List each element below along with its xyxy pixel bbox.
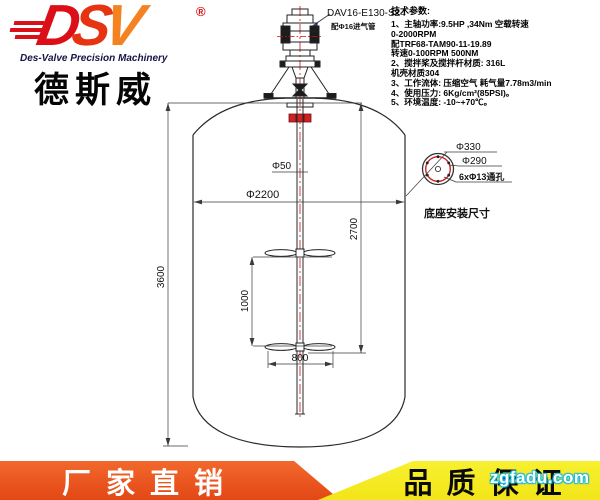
tank-technical-drawing: Φ2200 Φ50 3600 2700 1000 800 Φ330 Φ290 6…: [156, 6, 512, 448]
upper-impeller: [264, 248, 336, 258]
site-watermark: zgfadu.com: [490, 468, 590, 487]
dim-tank-diameter: Φ2200: [246, 189, 279, 201]
air-motor-assembly: [263, 8, 337, 108]
spec-line: 机壳材质304: [391, 67, 440, 78]
technical-specs: 技术参数: 1、主轴功率:9.5HP ,34Nm 空载转速 0-2000RPM …: [391, 6, 591, 108]
detail-outer-diameter: Φ330: [456, 142, 481, 153]
spec-line: 转速0-100RPM 500NM: [391, 48, 479, 59]
dim-shaft-diameter: Φ50: [272, 161, 292, 172]
brand-logo: DSV ® Des-Valve Precision Machinery 德斯威: [8, 0, 208, 118]
dimension-lines: [165, 103, 404, 446]
spec-line: 配TRF68-TAM90-11-19.89: [391, 38, 492, 49]
specs-title: 技术参数:: [391, 6, 430, 16]
air-inlet-note-label: 配Φ16进气管: [331, 22, 376, 31]
spec-line: 5、环境温度: -10~+70℃。: [391, 97, 493, 108]
banner-left-text: 厂家直销: [61, 467, 238, 500]
dim-impeller-width: 800: [292, 353, 309, 364]
spec-line: 3、工作流体: 压缩空气 耗气量7.78m3/min: [391, 77, 552, 88]
detail-caption: 底座安装尺寸: [424, 206, 490, 220]
spec-line: 0-2000RPM: [391, 28, 437, 39]
shaft-seal-collar: [288, 113, 312, 123]
banner-factory-direct: 厂家直销: [0, 461, 340, 500]
detail-holes: 6xΦ13通孔: [459, 171, 504, 182]
spec-line: 4、使用压力: 6Kg/cm²(85PSI)。: [391, 87, 515, 98]
spec-line: 2、搅拌桨及搅拌杆材质: 316L: [391, 58, 506, 69]
logo-chinese-name: 德斯威: [34, 71, 158, 110]
dim-tank-height: 3600: [156, 265, 167, 288]
extension-lines: [163, 102, 366, 447]
base-mounting-detail: Φ330 Φ290 6xΦ13通孔 底座安装尺寸: [405, 142, 512, 220]
dim-impeller-spacing: 1000: [240, 289, 251, 312]
registered-trademark-icon: ®: [196, 4, 206, 19]
spec-line: 1、主轴功率:9.5HP ,34Nm 空载转速: [391, 19, 529, 29]
tank-outline: [192, 97, 406, 448]
air-motor-model-label: DAV16-E130-S24: [327, 8, 406, 19]
logo-tagline: Des-Valve Precision Machinery: [20, 53, 168, 64]
lower-impeller: [264, 342, 336, 352]
dim-shaft-length: 2700: [349, 217, 360, 240]
detail-bolt-circle: Φ290: [462, 156, 487, 167]
banner-right-text: 品质保证: [403, 467, 576, 500]
